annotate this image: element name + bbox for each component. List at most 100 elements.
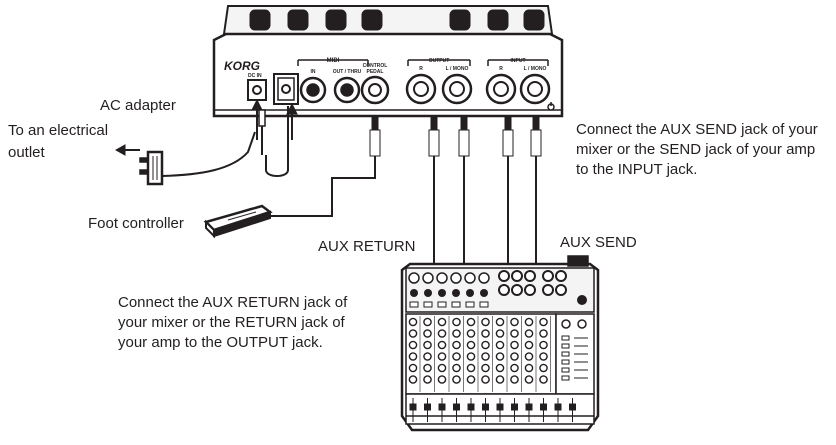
line-jack [466,289,474,297]
channel-knob [452,363,461,373]
channel-knob [495,363,505,373]
switch [437,301,447,308]
switch [423,301,433,308]
return-jack [555,270,567,282]
hook-arrow-icon [286,102,298,140]
output-r-label: R [419,66,423,72]
channel-knob [524,329,534,338]
send-note-line: to the INPUT jack. [576,161,698,178]
channel-knob [437,329,447,338]
output-r-plug-body [428,129,440,157]
cable-hook-eye [281,84,291,94]
dc-in-hole [252,85,262,95]
channel-knob [423,329,432,338]
adapter-prong [139,157,149,163]
xlr-jack [408,272,420,284]
electrical-outlet-label-line1: To an electrical [8,122,109,139]
line-jack [438,289,446,297]
send-note-line: mixer or the SEND jack of your amp [576,141,816,158]
electrical-outlet-label-line2: outlet [8,144,45,161]
aux-jack [524,284,536,296]
mixer-knobs [408,316,551,392]
line-jack [452,289,460,297]
channel-knob [408,329,418,338]
aux-send-label: AUX SEND [560,234,637,251]
master-button [561,343,570,349]
switch [465,301,475,308]
fader-cap [540,403,547,411]
send-note-line: Connect the AUX SEND jack of your [576,121,818,138]
panel-lettering: KORG DC IN MIDI IN OUT / THRU CONTROL PE… [224,58,546,79]
fader-cap [511,403,518,411]
input-l-plug-body [530,129,542,157]
control-cable [268,156,376,217]
midi-in-core [306,83,320,97]
channel-knob [452,340,461,350]
channel-knob [437,352,447,361]
mixer [400,255,600,432]
channel-knob [466,375,476,384]
channel-knob [495,329,505,338]
return-note-line: your amp to the OUTPUT jack. [118,334,323,351]
line-jack [424,289,432,297]
dc-in-arrow-icon [251,98,263,140]
korg-device [212,5,564,118]
channel-knob [466,340,476,350]
aux-send-instructions: Connect the AUX SEND jack of your mixer … [576,120,818,180]
adapter-prong [139,169,149,175]
channel-knob [495,317,505,327]
channel-knob [437,375,447,384]
switch [479,301,489,308]
channel-knob [423,375,432,384]
channel-knob [452,352,461,361]
output-l-hole [449,81,465,97]
channel-knob [481,317,490,327]
master-button [561,375,570,381]
knob [523,9,545,31]
knob [287,9,309,31]
adapter-body [146,150,164,186]
channel-knob [423,317,432,327]
channel-knob [539,329,548,338]
input-r-label: R [499,66,503,72]
control-label: CONTROL [363,63,388,69]
adapter-cable [161,131,256,177]
channel-knob [539,375,548,384]
xlr-jack [450,272,462,284]
channel-knob [408,375,418,384]
output-r-hole [413,81,429,97]
fader-cap [525,403,533,411]
ac-adapter-label: AC adapter [100,97,176,114]
midi-in-label: IN [311,69,316,75]
channel-knob [437,363,447,373]
knob [361,9,383,31]
fader-cap [424,403,431,411]
pedal-tread [225,207,253,217]
channel-knob [524,340,534,350]
master-knob [561,319,571,329]
return-jack [542,284,554,296]
aux-jack [511,284,523,296]
return-note-line: your mixer or the RETURN jack of [118,314,345,331]
brand-logo: KORG [224,59,260,73]
fader-cap [496,403,504,411]
pedal-front [205,219,215,239]
input-l-plug-tip [532,115,540,131]
master-knob [577,319,587,329]
channel-knob [539,363,548,373]
master-button [561,367,570,373]
fader-cap [409,403,417,411]
knob [249,9,271,31]
input-r-hole [493,81,509,97]
fader-cap [554,403,562,411]
channel-knob [481,329,490,338]
input-l-hole [527,81,543,97]
channel-knob [466,352,476,361]
mixer-faders [409,398,576,422]
control-plug-tip [371,115,379,131]
midi-out-label: OUT / THRU [333,69,362,75]
line-jack [410,289,418,297]
aux-jack [498,284,510,296]
channel-knob [524,363,534,373]
input-group-label: INPUT [511,58,526,64]
